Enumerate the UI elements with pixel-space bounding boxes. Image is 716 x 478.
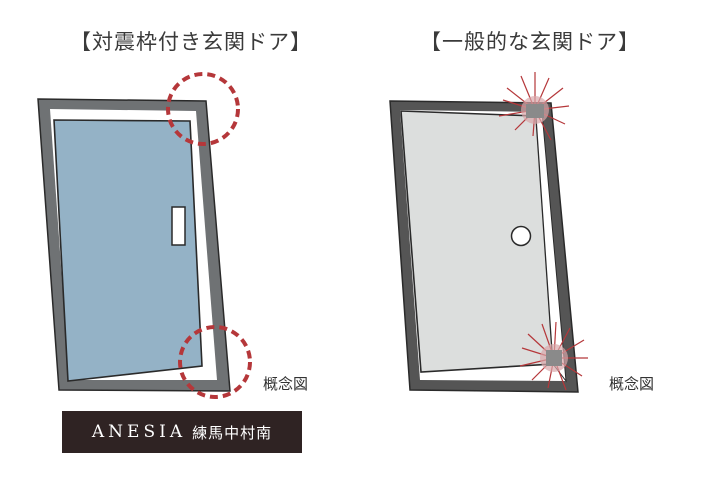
top-right-highlight-circle <box>166 72 240 146</box>
bottom-collision-burst-icon <box>519 321 588 391</box>
ordinary-door-title: 【一般的な玄関ドア】 <box>420 30 640 54</box>
right-door-knob <box>510 225 532 247</box>
logo-place: 練馬中村南 <box>192 423 273 442</box>
top-collision-burst-icon <box>498 72 570 141</box>
right-door-leaf <box>400 110 554 373</box>
left-door-handle <box>171 206 186 246</box>
left-door-leaf <box>53 119 203 382</box>
seismic-door-illustration <box>37 72 252 399</box>
seismic-door-title: 【対震枠付き玄関ドア】 <box>70 30 312 54</box>
anesia-logo: ANESIA 練馬中村南 <box>62 411 302 453</box>
bottom-right-highlight-circle <box>178 325 252 399</box>
logo-brand: ANESIA <box>91 422 187 442</box>
right-concept-caption: 概念図 <box>609 375 655 393</box>
ordinary-door-illustration <box>389 72 588 393</box>
left-concept-caption: 概念図 <box>263 375 309 393</box>
